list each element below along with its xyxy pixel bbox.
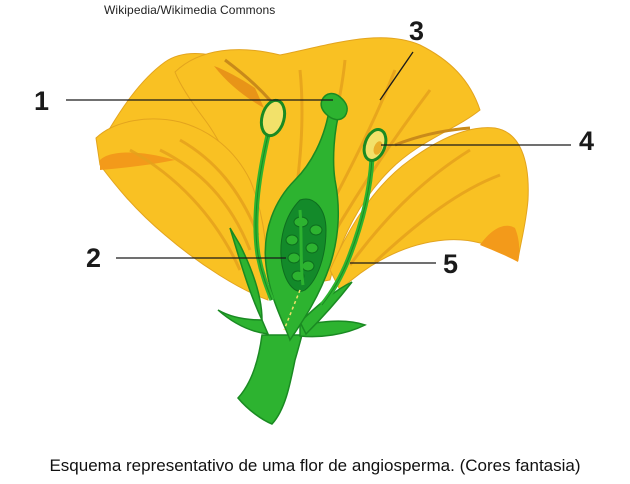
label-5: 5 [443, 249, 459, 279]
pollen-tube-line [283, 289, 301, 331]
leader-lines [66, 51, 571, 264]
petal-tip-left [100, 152, 175, 170]
image-credit: Wikipedia/Wikimedia Commons [104, 3, 276, 17]
petal-right [329, 127, 529, 291]
label-1: 1 [34, 86, 50, 116]
stem [237, 334, 303, 425]
label-2: 2 [86, 243, 102, 273]
ovary-axis [298, 209, 305, 286]
sepal-right [299, 281, 353, 336]
petal-tip-back [214, 66, 264, 108]
filament-right-edge [321, 157, 373, 306]
petal-fold-right [394, 126, 471, 147]
petal-tip-right [480, 225, 520, 262]
filament-left-edge [255, 134, 273, 301]
label-3: 3 [409, 16, 425, 46]
sepal-bottom-right [299, 320, 367, 338]
leader-line-3 [379, 51, 414, 101]
ovary-cavity [280, 198, 327, 292]
figure-caption: Esquema representativo de uma flor de an… [49, 456, 581, 475]
label-4: 4 [579, 126, 595, 156]
sepal-bottom-left [217, 309, 270, 335]
